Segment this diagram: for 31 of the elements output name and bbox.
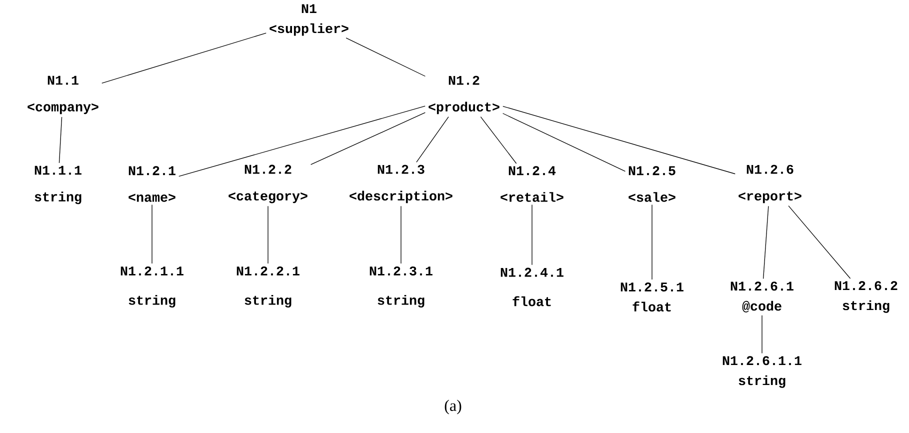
tree-edge	[762, 206, 769, 280]
tree-edge	[416, 116, 449, 162]
tree-edge	[346, 38, 426, 77]
tree-node-label: N1.2.5.1 float	[620, 282, 684, 312]
tree-edge	[310, 112, 426, 165]
tree-node-label: N1.2.4 <retail>	[500, 166, 564, 202]
tree-edge	[102, 32, 266, 84]
tree-node-label: N1.2.1.1 string	[120, 266, 184, 308]
tree-edge	[480, 116, 517, 164]
tree-node-label: N1.2.3.1 string	[370, 266, 432, 308]
tree-node-label: N1.2.1 <name>	[128, 166, 176, 202]
tree-node-label: N1.2.5 <sale>	[628, 166, 676, 202]
tree-node-label: N1.2.4.1 float	[500, 268, 564, 306]
tree-node-label: N1.1 <company>	[28, 76, 98, 114]
tree-node-label: N1.2.6.1 @code	[730, 282, 794, 312]
tree-edge	[502, 106, 736, 174]
tree-edge	[502, 113, 626, 172]
tree-edge	[788, 205, 851, 279]
tree-edge	[178, 106, 426, 177]
tree-node-label: N1.2.2.1 string	[236, 266, 300, 308]
tree-node-label: N1.2 <product>	[428, 76, 500, 114]
caption: (a)	[444, 400, 462, 414]
tree-node-label: N1 <supplier>	[270, 4, 348, 36]
tree-node-label: N1.2.6.1.1 string	[722, 356, 802, 388]
tree-edge	[58, 116, 62, 164]
tree-edge	[400, 206, 402, 264]
tree-node-label: N1.1.1 string	[34, 166, 82, 204]
tree-node-label: N1.2.6.2 string	[834, 281, 898, 313]
tree-node-label: N1.2.3 <description>	[350, 164, 452, 204]
tree-node-label: N1.2.2 <category>	[228, 164, 308, 204]
tree-node-label: N1.2.6 <report>	[738, 164, 802, 204]
